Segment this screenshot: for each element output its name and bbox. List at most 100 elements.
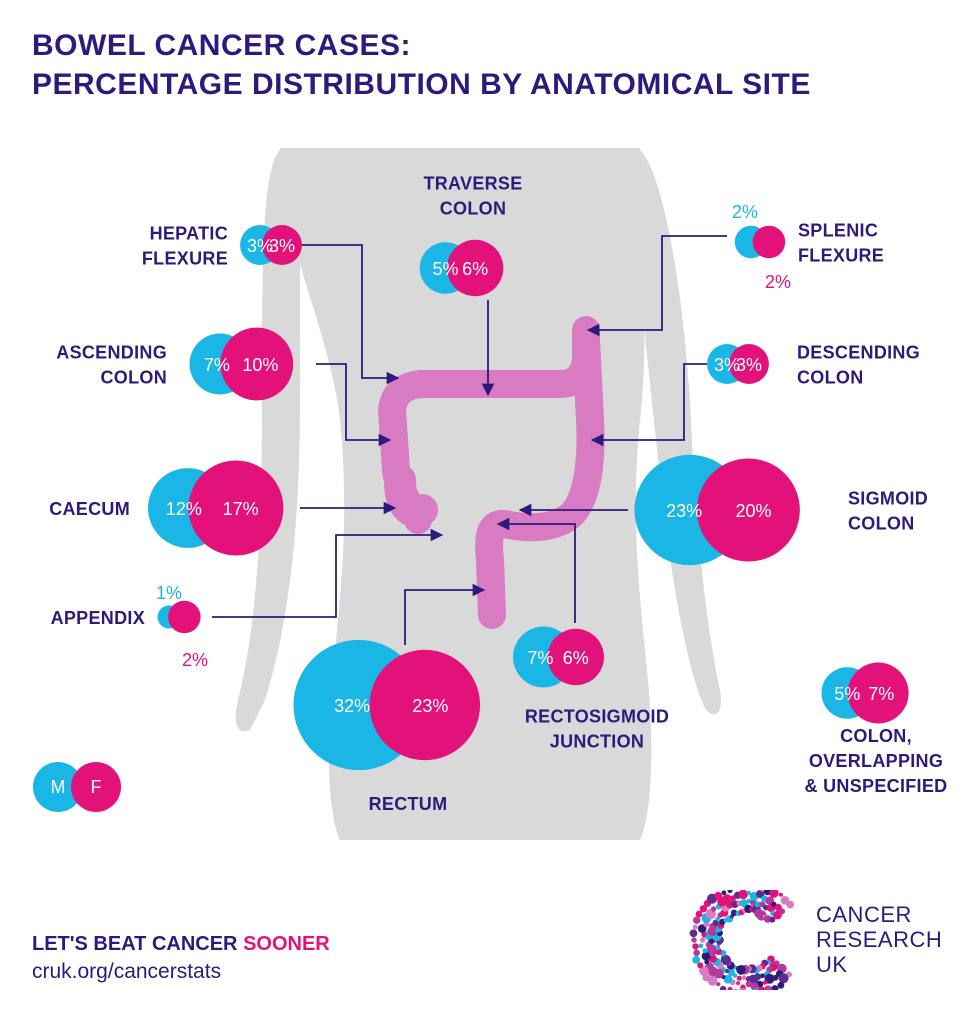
site-label: DESCENDING: [797, 343, 920, 363]
logo-dot: [778, 973, 789, 984]
female-circle: [369, 649, 481, 761]
female-value: 7%: [868, 684, 894, 704]
male-value: 32%: [334, 696, 370, 716]
logo-dot: [752, 988, 758, 990]
male-value: 3%: [714, 355, 740, 375]
female-circle: [729, 344, 769, 384]
site-label: & UNSPECIFIED: [805, 776, 948, 796]
male-value: 23%: [666, 501, 702, 521]
logo-dot: [692, 924, 698, 930]
site-label: RECTUM: [369, 794, 448, 814]
female-circle: [188, 460, 284, 556]
female-circle: [847, 662, 909, 724]
logo-line-1: CANCER: [816, 902, 912, 927]
logo-dot: [714, 891, 723, 900]
logo-dot: [697, 962, 704, 969]
logo-dot: [689, 929, 698, 938]
site-label: OVERLAPPING: [809, 751, 943, 771]
site-label: FLEXURE: [142, 249, 228, 269]
female-value: 2%: [765, 272, 791, 292]
site-label: COLON: [797, 368, 864, 388]
site-label: HEPATIC: [150, 224, 228, 244]
male-value: 3%: [247, 236, 273, 256]
site-label: CAECUM: [49, 499, 130, 519]
logo-dot: [736, 975, 742, 981]
logo-dot: [732, 989, 739, 990]
logo-dot: [754, 901, 761, 908]
connector-arrows: [212, 235, 727, 645]
male-value: 7%: [204, 355, 230, 375]
logo-dot: [777, 981, 785, 989]
legend: M F: [33, 762, 121, 812]
logo-dot: [702, 948, 708, 954]
logo-dot: [715, 916, 720, 921]
connector-arrow: [212, 528, 444, 618]
logo-dot: [746, 890, 751, 896]
logo-dot: [712, 919, 719, 926]
logo-dot: [728, 969, 735, 976]
logo-dot: [720, 985, 727, 990]
logo-dot: [735, 966, 740, 971]
logo-dot: [750, 982, 759, 990]
logo-dot: [722, 894, 732, 903]
logo-dot: [759, 890, 765, 892]
logo-dot: [701, 931, 707, 938]
logo-dot: [738, 988, 747, 990]
logo-dot: [693, 949, 700, 957]
logo-dot: [692, 956, 700, 964]
logo-dot: [786, 900, 795, 909]
logo-dot: [771, 985, 779, 990]
slogan: LET'S BEAT CANCER SOONER: [32, 930, 330, 958]
female-circle: [752, 225, 786, 259]
site-label: RECTOSIGMOID: [525, 707, 669, 727]
logo-dot: [735, 981, 741, 986]
title-line-2: PERCENTAGE DISTRIBUTION BY ANATOMICAL SI…: [32, 68, 811, 101]
logo-dot: [757, 986, 766, 990]
logo-dot: [727, 890, 733, 894]
logo-dot: [716, 982, 721, 987]
cruk-logo: CANCER RESEARCH UK: [688, 890, 968, 990]
male-value: 1%: [156, 583, 182, 603]
legend-male-label: M: [51, 777, 66, 797]
logo-dot: [760, 973, 765, 979]
logo-line-3: UK: [816, 952, 848, 977]
logo-dot: [771, 901, 777, 907]
logo-dot: [695, 910, 703, 918]
logo-dot: [701, 951, 711, 961]
site-label: SIGMOID: [848, 489, 928, 509]
caecum-pouch: [384, 464, 438, 528]
site-label: FLEXURE: [798, 246, 884, 266]
logo-dot: [727, 986, 733, 990]
logo-dot: [741, 975, 747, 981]
logo-dot: [692, 943, 699, 950]
page-title: BOWEL CANCER CASES: PERCENTAGE DISTRIBUT…: [32, 26, 811, 104]
site-group: 12% 17% CAECUM: [49, 460, 284, 556]
connector-arrow: [404, 583, 486, 645]
male-value: 7%: [527, 648, 553, 668]
slogan-part-a: LET'S BEAT CANCER: [32, 933, 244, 955]
right-arm-shape: [630, 150, 722, 715]
male-value: 12%: [166, 499, 202, 519]
footer: LET'S BEAT CANCER SOONER cruk.org/cancer…: [32, 930, 330, 986]
logo-dot: [723, 974, 733, 984]
female-value: 17%: [223, 499, 259, 519]
female-circle: [262, 225, 302, 265]
female-circle: [696, 458, 800, 562]
logo-dot: [745, 980, 752, 988]
legend-female-circle: [71, 762, 121, 812]
connector-arrow: [590, 363, 707, 447]
logo-dot: [699, 966, 709, 976]
connector-arrow: [586, 235, 727, 337]
connector-arrow: [316, 363, 392, 447]
logo-text: CANCER RESEARCH UK: [816, 902, 942, 977]
site-label: JUNCTION: [550, 732, 644, 752]
logo-dot: [769, 916, 776, 923]
logo-dot: [721, 890, 727, 896]
logo-dot: [699, 905, 708, 913]
